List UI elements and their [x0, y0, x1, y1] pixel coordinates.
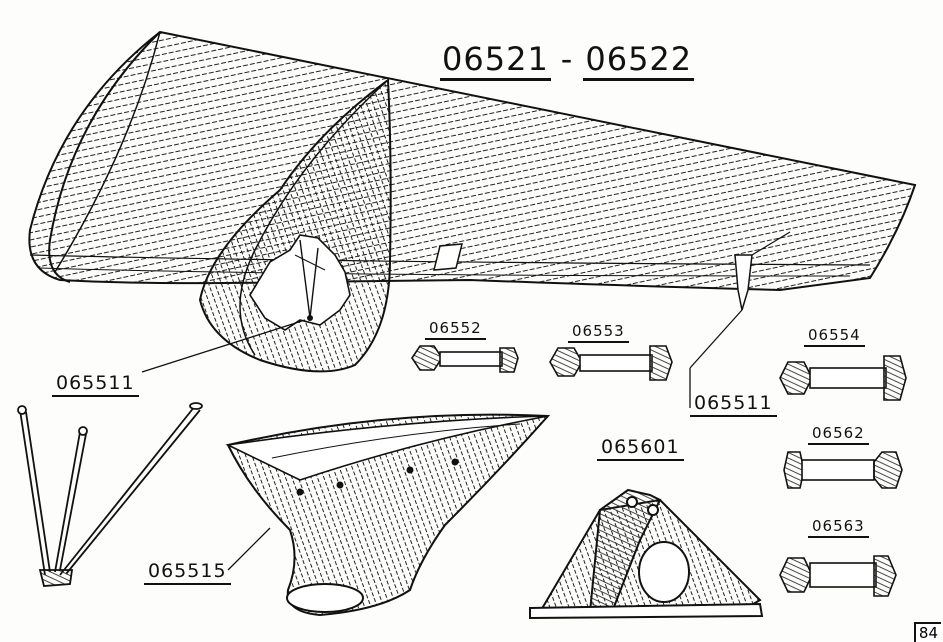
- title-part-right: 06522: [583, 40, 695, 81]
- label-06552: 06552: [425, 319, 486, 340]
- drawing-title: 06521-06522: [440, 40, 695, 81]
- label-065601: 065601: [597, 436, 684, 461]
- label-06554: 06554: [804, 326, 865, 347]
- bolt-06553: [549, 345, 673, 381]
- title-separator: -: [560, 40, 574, 78]
- page-number: 84: [913, 622, 941, 642]
- bolt-06554: [779, 355, 907, 401]
- bolt-06562: [783, 451, 903, 489]
- label-065511-right: 065511: [690, 392, 777, 417]
- fairing-illustration: [198, 78, 392, 373]
- bolt-06552: [411, 345, 519, 373]
- bracket-065601: [529, 488, 764, 620]
- label-065515: 065515: [144, 560, 231, 585]
- bolt-06563: [779, 555, 897, 597]
- label-06562: 06562: [808, 424, 869, 445]
- label-065511-left: 065511: [52, 372, 139, 397]
- leader-lines: [141, 309, 743, 571]
- label-06563: 06563: [808, 517, 869, 538]
- strut-assembly: [17, 402, 203, 587]
- title-part-left: 06521: [440, 40, 551, 81]
- fairing-part-065515: [225, 413, 551, 617]
- label-06553: 06553: [568, 322, 629, 343]
